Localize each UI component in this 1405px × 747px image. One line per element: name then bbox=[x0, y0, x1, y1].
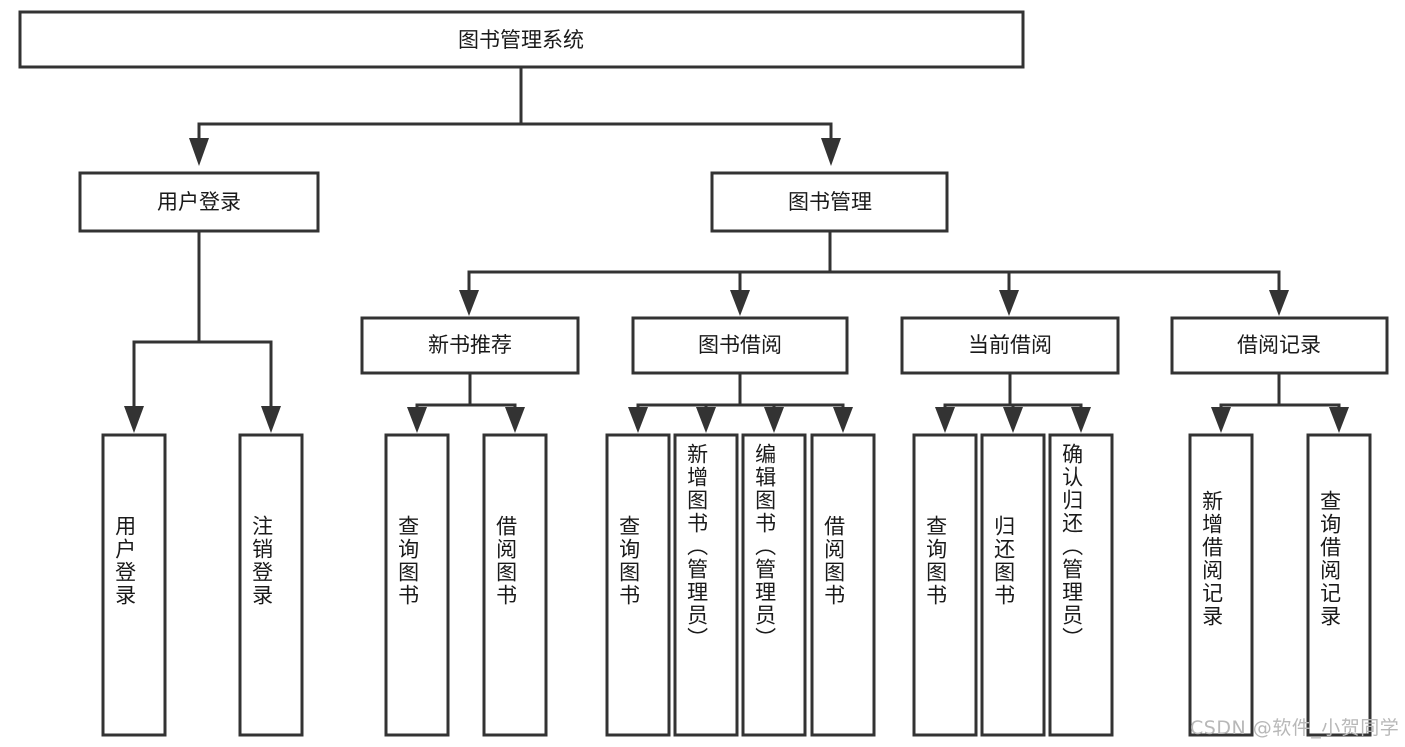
connector-root-to-level2 bbox=[189, 65, 841, 166]
connector-book-borrow-to-leaves bbox=[628, 371, 853, 433]
leaf-user-login-box[interactable] bbox=[101, 433, 167, 737]
leaf-edit-book-box[interactable] bbox=[741, 433, 807, 737]
node-borrow-record-label: 借阅记录 bbox=[1237, 333, 1321, 357]
node-user-login[interactable]: 用户登录 bbox=[78, 171, 320, 233]
node-book-borrow-label: 图书借阅 bbox=[698, 333, 782, 357]
node-book-manage[interactable]: 图书管理 bbox=[710, 171, 949, 233]
connector-current-borrow-to-leaves bbox=[935, 371, 1091, 433]
connector-new-book-recommend-to-leaves bbox=[407, 371, 525, 433]
node-new-book-recommend[interactable]: 新书推荐 bbox=[360, 316, 580, 375]
leaf-query-book-2-box[interactable] bbox=[605, 433, 671, 737]
leaf-query-record-box[interactable] bbox=[1306, 433, 1372, 737]
node-user-login-label: 用户登录 bbox=[157, 190, 241, 214]
leaf-boxes bbox=[101, 433, 1372, 737]
leaf-borrow-book-2-box[interactable] bbox=[810, 433, 876, 737]
leaf-logout-box[interactable] bbox=[238, 433, 304, 737]
csdn-watermark: CSDN @软件_小贺同学 bbox=[1190, 717, 1400, 739]
node-root[interactable]: 图书管理系统 bbox=[18, 10, 1025, 69]
node-current-borrow-box bbox=[900, 316, 1120, 375]
node-root-label: 图书管理系统 bbox=[458, 28, 584, 52]
connector-book-manage-to-level3 bbox=[459, 229, 1289, 316]
node-current-borrow[interactable]: 当前借阅 bbox=[900, 316, 1120, 375]
node-user-login-box bbox=[78, 171, 320, 233]
connector-borrow-record-to-leaves bbox=[1211, 371, 1349, 433]
leaf-borrow-book-1-box[interactable] bbox=[482, 433, 548, 737]
node-new-book-recommend-box bbox=[360, 316, 580, 375]
node-book-borrow[interactable]: 图书借阅 bbox=[631, 316, 849, 375]
leaf-query-book-3-box[interactable] bbox=[912, 433, 978, 737]
node-new-book-recommend-label: 新书推荐 bbox=[428, 333, 512, 357]
node-root-box bbox=[18, 10, 1025, 69]
node-book-manage-label: 图书管理 bbox=[788, 190, 872, 214]
leaf-add-record-box[interactable] bbox=[1188, 433, 1254, 737]
leaf-confirm-return-box[interactable] bbox=[1048, 433, 1114, 737]
leaf-add-book-box[interactable] bbox=[673, 433, 739, 737]
leaf-query-book-1-box[interactable] bbox=[384, 433, 450, 737]
connector-user-login-to-leaves bbox=[124, 229, 281, 433]
node-current-borrow-label: 当前借阅 bbox=[968, 333, 1052, 357]
node-borrow-record[interactable]: 借阅记录 bbox=[1170, 316, 1389, 375]
leaf-return-book-box[interactable] bbox=[980, 433, 1046, 737]
